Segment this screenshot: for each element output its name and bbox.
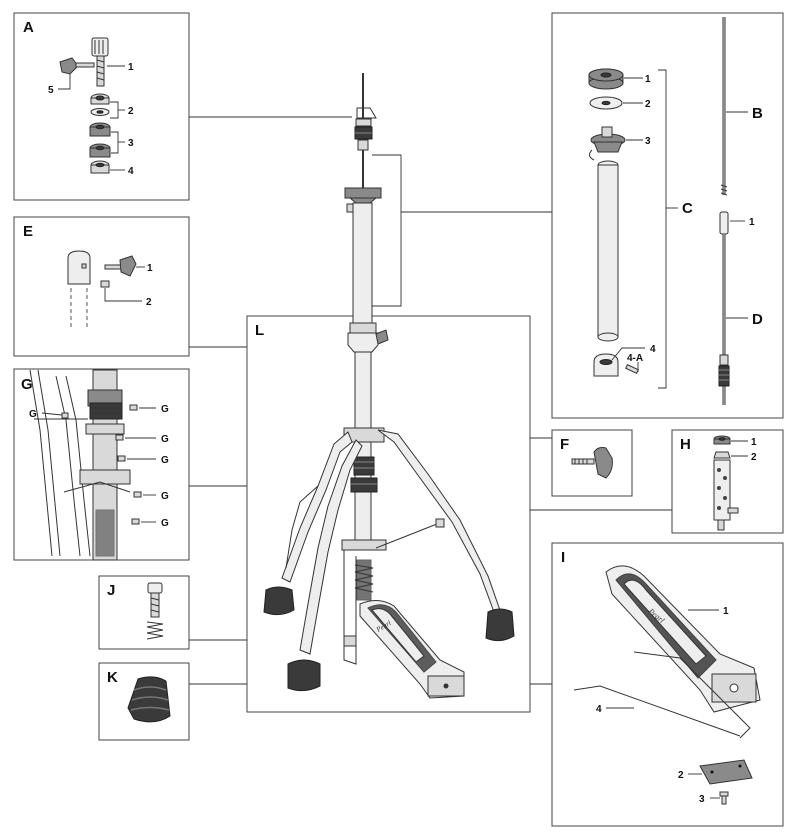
wing-screw-icon	[59, 57, 95, 75]
panel-k-letter: K	[107, 669, 118, 686]
callout: 4	[128, 166, 134, 177]
drop-clutch-tube-icon	[67, 250, 91, 330]
leg-bracket-detail-icon	[29, 369, 131, 561]
heel-plate-icon	[699, 759, 753, 785]
hinge-plate-icon	[573, 651, 751, 739]
hi-hat-stand-icon: Pearl	[263, 73, 515, 699]
callout: G	[161, 518, 169, 529]
callout: 2	[751, 452, 757, 463]
panel-d-letter: D	[752, 311, 763, 328]
callout: 5	[48, 85, 54, 96]
panel-i-letter: I	[561, 549, 565, 566]
panel-f-letter: F	[560, 436, 569, 453]
callout: 1	[749, 217, 755, 228]
nut-icon	[90, 93, 110, 105]
lower-rod-icon	[718, 211, 730, 405]
panel-c: C B D	[551, 12, 784, 419]
tube-icon	[597, 160, 619, 342]
upper-rod-icon	[720, 17, 728, 196]
panel-l-letter: L	[255, 322, 264, 339]
panel-b-letter: B	[752, 105, 763, 122]
panel-g: G G G G G	[13, 368, 190, 561]
set-screw-icon	[100, 280, 110, 288]
callout: 2	[146, 297, 152, 308]
wing-screw-icon	[104, 255, 137, 277]
panel-c-letter: C	[682, 200, 693, 217]
callout: G	[161, 434, 169, 445]
callout: 4	[650, 344, 656, 355]
callout: 3	[128, 138, 134, 149]
panel-f: F	[551, 429, 633, 497]
callout: 3	[645, 136, 651, 147]
panel-e-letter: E	[23, 223, 33, 240]
callout: 1	[128, 62, 134, 73]
panel-k: K	[98, 662, 190, 741]
callout: 4	[596, 704, 602, 715]
callout: 4-A	[627, 353, 643, 364]
wing-bolt-icon	[91, 37, 109, 87]
panel-j: J	[98, 575, 190, 650]
washer-icon	[90, 108, 110, 116]
felt-icon	[588, 68, 624, 90]
callout: 1	[147, 263, 153, 274]
panel-l: L	[246, 315, 531, 713]
callout: 3	[699, 794, 705, 805]
panel-h: H 1 2	[671, 429, 784, 534]
callout: G	[161, 404, 169, 415]
callout: 1	[645, 74, 651, 85]
panel-i: I Pearl 1 2 3 4	[551, 542, 784, 827]
callout: 1	[751, 437, 757, 448]
washer-icon	[589, 96, 623, 110]
callout: G	[29, 409, 37, 420]
panel-a-letter: A	[23, 19, 34, 36]
panel-h-letter: H	[680, 436, 691, 453]
callout: G	[161, 455, 169, 466]
panel-e: E 1 2	[13, 216, 190, 357]
panel-a: A	[13, 12, 190, 201]
screw-icon	[719, 791, 729, 805]
callout: 2	[128, 106, 134, 117]
callout: 2	[678, 770, 684, 781]
screw-markers	[61, 404, 142, 525]
spring-screw-icon	[146, 582, 164, 640]
lock-nut-icon	[90, 160, 110, 174]
rubber-foot-icon	[127, 676, 171, 723]
cup-seat-icon	[588, 126, 626, 161]
drop-clutch-icon	[713, 435, 739, 531]
panel-g-letter: G	[21, 376, 33, 393]
callout: 1	[723, 606, 729, 617]
felt-icon	[89, 122, 111, 158]
wing-screw-icon	[571, 447, 613, 479]
panel-j-letter: J	[107, 582, 115, 599]
callout: 2	[645, 99, 651, 110]
callout: G	[161, 491, 169, 502]
